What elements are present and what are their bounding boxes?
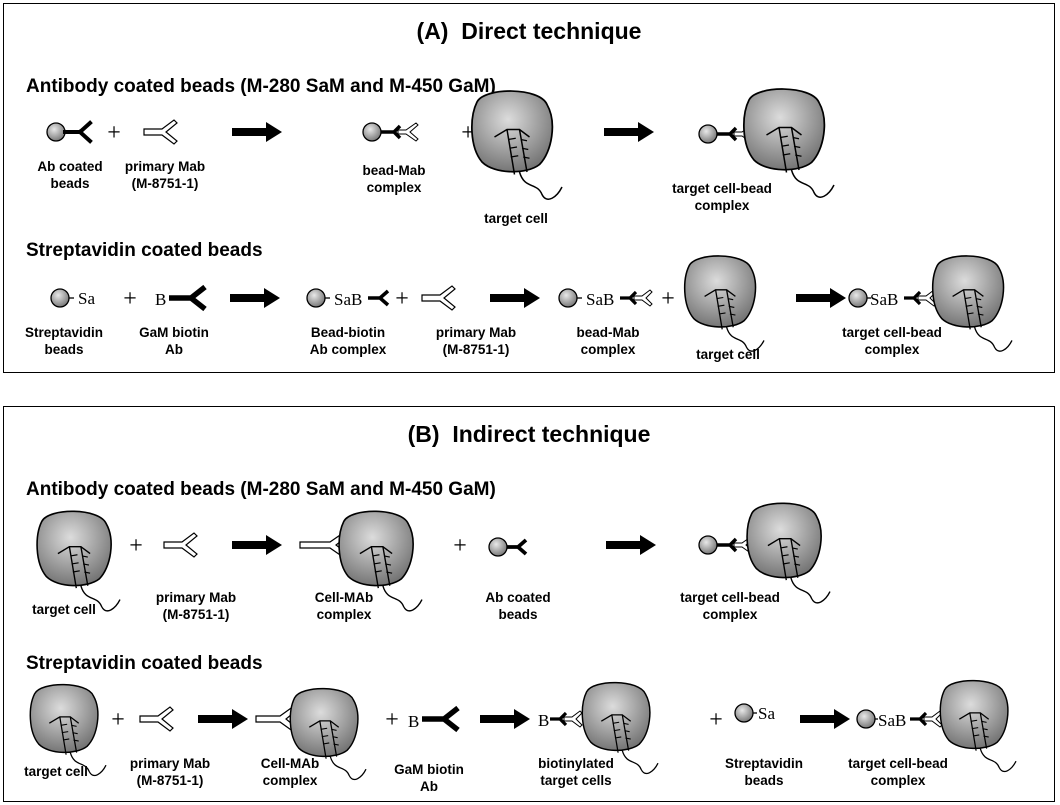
plus-sign: + [385,707,399,733]
bead-biotin-ab-complex-icon [306,288,330,308]
label-streptavidin-beads: Streptavidin beads [724,756,804,788]
target-cell-bead-complex-icon [856,709,878,729]
label-target-cell: target cell [32,602,96,617]
sa-label: Sa [78,289,95,308]
panel-letter: (A) [416,18,449,44]
primary-mab-icon [139,706,174,732]
gam-biotin-ab-icon [169,284,207,312]
label-target-cell-bead-complex: target cell-bead complex [680,590,780,622]
panel-title-text: Indirect technique [452,421,651,447]
sab-label: SaB [334,290,362,309]
panel-letter: (B) [407,421,440,447]
section-heading-streptavidin-beads: Streptavidin coated beads [26,240,263,261]
panel-indirect-technique: (B) Indirect technique Antibody coated b… [3,406,1055,802]
sa-label: Sa [758,704,775,723]
bead-mab-complex-icon [362,122,419,142]
reaction-arrow [490,288,540,308]
plus-sign: + [661,286,675,312]
label-biotinylated-target-cells: biotinylated target cells [538,756,614,788]
primary-mab-icon [421,285,456,311]
reaction-arrow [198,709,248,729]
biotin-label: B [538,711,549,730]
label-target-cell-bead-complex: target cell-bead complex [848,756,948,788]
diagram-direct-row2: Sa + B SaB + SaB + [50,255,1013,352]
panel-title-text: Direct technique [461,18,642,44]
cell-mab-complex-icon [299,510,423,612]
reaction-arrow [796,288,846,308]
plus-sign: + [453,533,467,559]
sab-label: SaB [586,290,614,309]
sab-label: SaB [870,290,898,309]
target-cell-icon [29,683,107,777]
label-primary-mab: primary Mab (M-8751-1) [435,325,517,357]
reaction-arrow [230,288,280,308]
label-cell-mab-complex: Cell-MAb complex [260,756,320,788]
bead-icon [46,120,93,144]
gam-biotin-ab-icon [422,705,460,733]
panel-title: (B) Indirect technique [4,421,1054,448]
label-target-cell-bead-complex: target cell-bead complex [672,181,772,213]
label-target-cell: target cell [24,764,88,779]
streptavidin-bead-icon [50,288,74,308]
label-bead-mab-complex: bead-Mab complex [362,163,426,195]
label-streptavidin-beads: Streptavidin beads [24,325,104,357]
plus-sign: + [395,286,409,312]
biotin-label: B [155,290,166,309]
streptavidin-bead-icon [734,703,757,723]
target-cell-bead-complex-icon [848,288,871,308]
label-gam-biotin-ab: GaM biotin Ab [394,762,464,794]
target-cell-icon [683,255,765,352]
plus-sign: + [107,120,121,146]
biotin-label: B [408,712,419,731]
label-primary-mab: primary Mab (M-8751-1) [129,756,211,788]
section-heading-streptavidin-beads: Streptavidin coated beads [26,653,263,674]
target-cell-bead-complex-icon [698,88,835,199]
label-bead-biotin-ab-complex: Bead-biotin Ab complex [309,325,387,357]
diagram-indirect-row1: + + [36,502,831,612]
reaction-arrow [480,709,530,729]
plus-sign: + [111,707,125,733]
sab-label: SaB [878,711,906,730]
cell-mab-complex-icon [255,687,367,781]
target-cell-bead-complex-icon [698,502,831,604]
ab-coated-bead-icon [488,537,528,557]
label-primary-mab: primary Mab (M-8751-1) [155,590,237,622]
label-ab-coated-beads: Ab coated beads [37,159,103,191]
biotinylated-target-cell-icon [550,681,659,775]
label-target-cell-bead-complex: target cell-bead complex [842,325,942,357]
plus-sign: + [123,286,137,312]
panel-title: (A) Direct technique [4,18,1054,45]
label-target-cell: target cell [484,211,548,226]
plus-sign: + [129,533,143,559]
label-target-cell: target cell [696,347,760,362]
diagram-indirect-row2: + + B B + Sa SaB [29,679,1017,781]
label-bead-mab-complex: bead-Mab complex [576,325,640,357]
label-primary-mab: primary Mab (M-8751-1) [124,159,206,191]
section-heading-antibody-beads: Antibody coated beads (M-280 SaM and M-4… [26,479,496,500]
bead-mab-complex-icon [558,288,582,308]
section-heading-antibody-beads: Antibody coated beads (M-280 SaM and M-4… [26,76,496,97]
label-cell-mab-complex: Cell-MAb complex [314,590,374,622]
label-ab-coated-beads: Ab coated beads [485,590,551,622]
panel-direct-technique: (A) Direct technique Antibody coated bea… [3,3,1055,373]
diagram-direct-row1: + + [46,88,835,201]
label-gam-biotin-ab: GaM biotin Ab [139,325,209,357]
plus-sign: + [709,707,723,733]
reaction-arrow [800,709,850,729]
